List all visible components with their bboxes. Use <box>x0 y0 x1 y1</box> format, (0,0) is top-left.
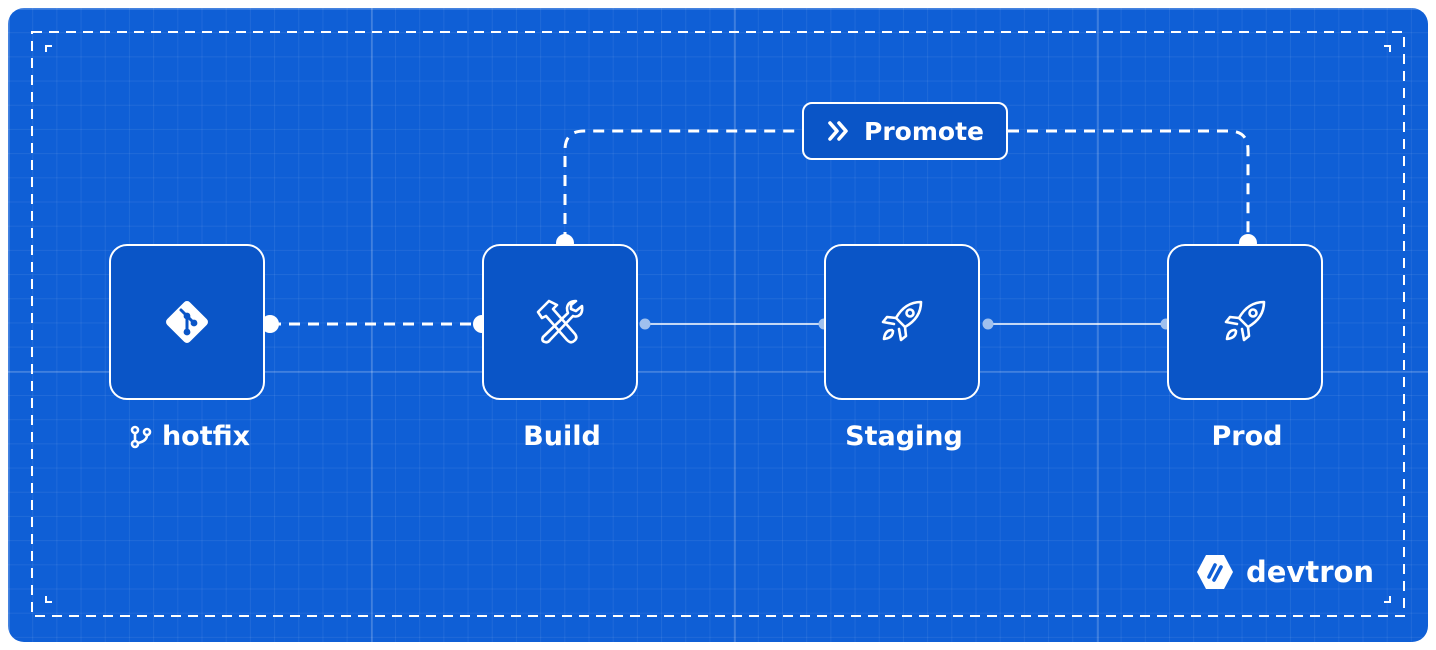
branch-icon <box>128 424 154 450</box>
promote-button[interactable]: Promote <box>802 102 1008 160</box>
staging-output-dot <box>982 318 994 330</box>
tools-icon <box>530 292 590 352</box>
promote-route <box>563 129 1250 243</box>
staging-label: Staging <box>845 421 963 452</box>
dashed-frame <box>31 31 1405 617</box>
rocket-icon <box>872 292 932 352</box>
build-label: Build <box>523 421 601 452</box>
source-node-hotfix[interactable] <box>109 244 265 400</box>
double-chevron-right-icon <box>826 119 852 143</box>
brand-name: devtron <box>1246 555 1375 589</box>
source-label-text: hotfix <box>161 421 251 452</box>
stage-node-staging[interactable] <box>824 244 980 400</box>
stage-node-build[interactable] <box>482 244 638 400</box>
git-icon <box>160 295 214 349</box>
brand-logo: devtron <box>1194 550 1374 594</box>
rocket-icon <box>1215 292 1275 352</box>
frame-corner-marks <box>45 45 1391 603</box>
prod-label: Prod <box>1211 421 1283 452</box>
build-output-dot <box>639 318 651 330</box>
promote-label: Promote <box>864 116 984 146</box>
stage-node-prod[interactable] <box>1167 244 1323 400</box>
source-output-dot <box>261 315 279 333</box>
devtron-logo-icon <box>1194 551 1236 593</box>
source-label: hotfix <box>69 421 309 452</box>
